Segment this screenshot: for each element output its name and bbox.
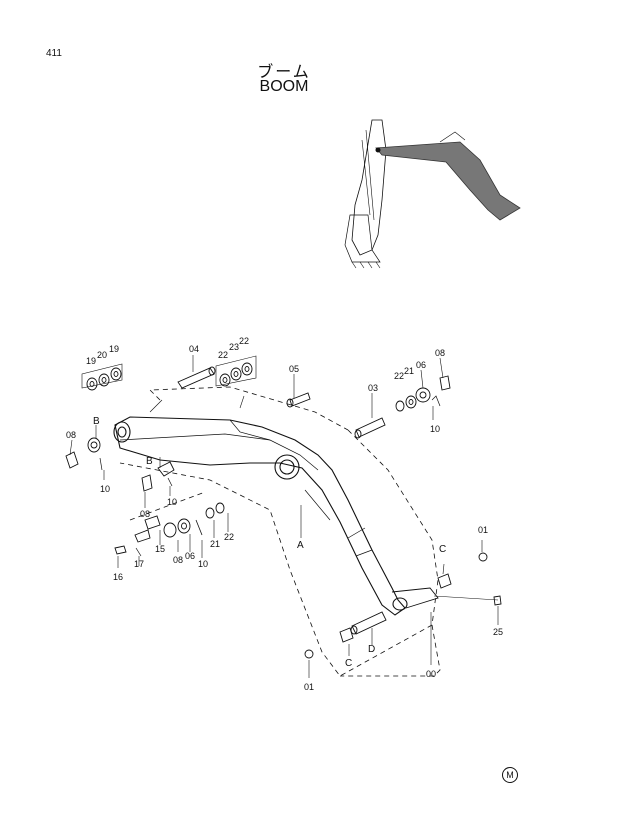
label-10-left: 10 xyxy=(100,484,110,494)
label-01-bottom: 01 xyxy=(304,682,314,692)
label-06-left: 06 xyxy=(185,551,195,561)
ref-C-low: C xyxy=(345,658,352,669)
leader-lines xyxy=(69,355,499,678)
label-10-right: 10 xyxy=(430,424,440,434)
ref-B-mid: B xyxy=(146,456,153,467)
label-19-a: 19 xyxy=(86,356,96,366)
ref-B-left: B xyxy=(93,416,100,427)
parts-hardware xyxy=(65,355,502,659)
label-21-low: 21 xyxy=(210,539,220,549)
label-22-a: 22 xyxy=(218,350,228,360)
label-05: 05 xyxy=(289,364,299,374)
manufacturer-logo: M xyxy=(502,767,518,783)
label-10-low: 10 xyxy=(198,559,208,569)
boom-body xyxy=(113,416,439,616)
label-22-b: 22 xyxy=(239,336,249,346)
label-08-low: 08 xyxy=(173,555,183,565)
label-22-right: 22 xyxy=(394,371,404,381)
label-16: 16 xyxy=(113,572,123,582)
label-15: 15 xyxy=(155,544,165,554)
assembly-boundary xyxy=(119,386,441,677)
label-20: 20 xyxy=(97,350,107,360)
label-10-mid: 10 xyxy=(167,497,177,507)
ref-A: A xyxy=(297,540,304,551)
page-number: 411 xyxy=(46,48,62,59)
label-03: 03 xyxy=(368,383,378,393)
part-labels: 04 05 03 22 21 06 08 10 19 20 19 22 23 2… xyxy=(66,336,503,692)
excavator-thumbnail xyxy=(344,119,521,269)
label-00: 00 xyxy=(426,669,436,679)
label-19-b: 19 xyxy=(109,344,119,354)
label-23: 23 xyxy=(229,342,239,352)
label-06-right: 06 xyxy=(416,360,426,370)
label-22-low: 22 xyxy=(224,532,234,542)
label-08-right: 08 xyxy=(435,348,445,358)
ref-D: D xyxy=(368,644,375,655)
label-17: 17 xyxy=(134,559,144,569)
title-english: BOOM xyxy=(259,78,309,95)
label-21-right: 21 xyxy=(404,366,414,376)
ref-C-right: C xyxy=(439,544,446,555)
label-08-mid: 08 xyxy=(140,509,150,519)
label-01-top: 01 xyxy=(478,525,488,535)
label-25: 25 xyxy=(493,627,503,637)
label-04: 04 xyxy=(189,344,199,354)
label-08-left: 08 xyxy=(66,430,76,440)
title-japanese: ブーム xyxy=(257,62,311,81)
